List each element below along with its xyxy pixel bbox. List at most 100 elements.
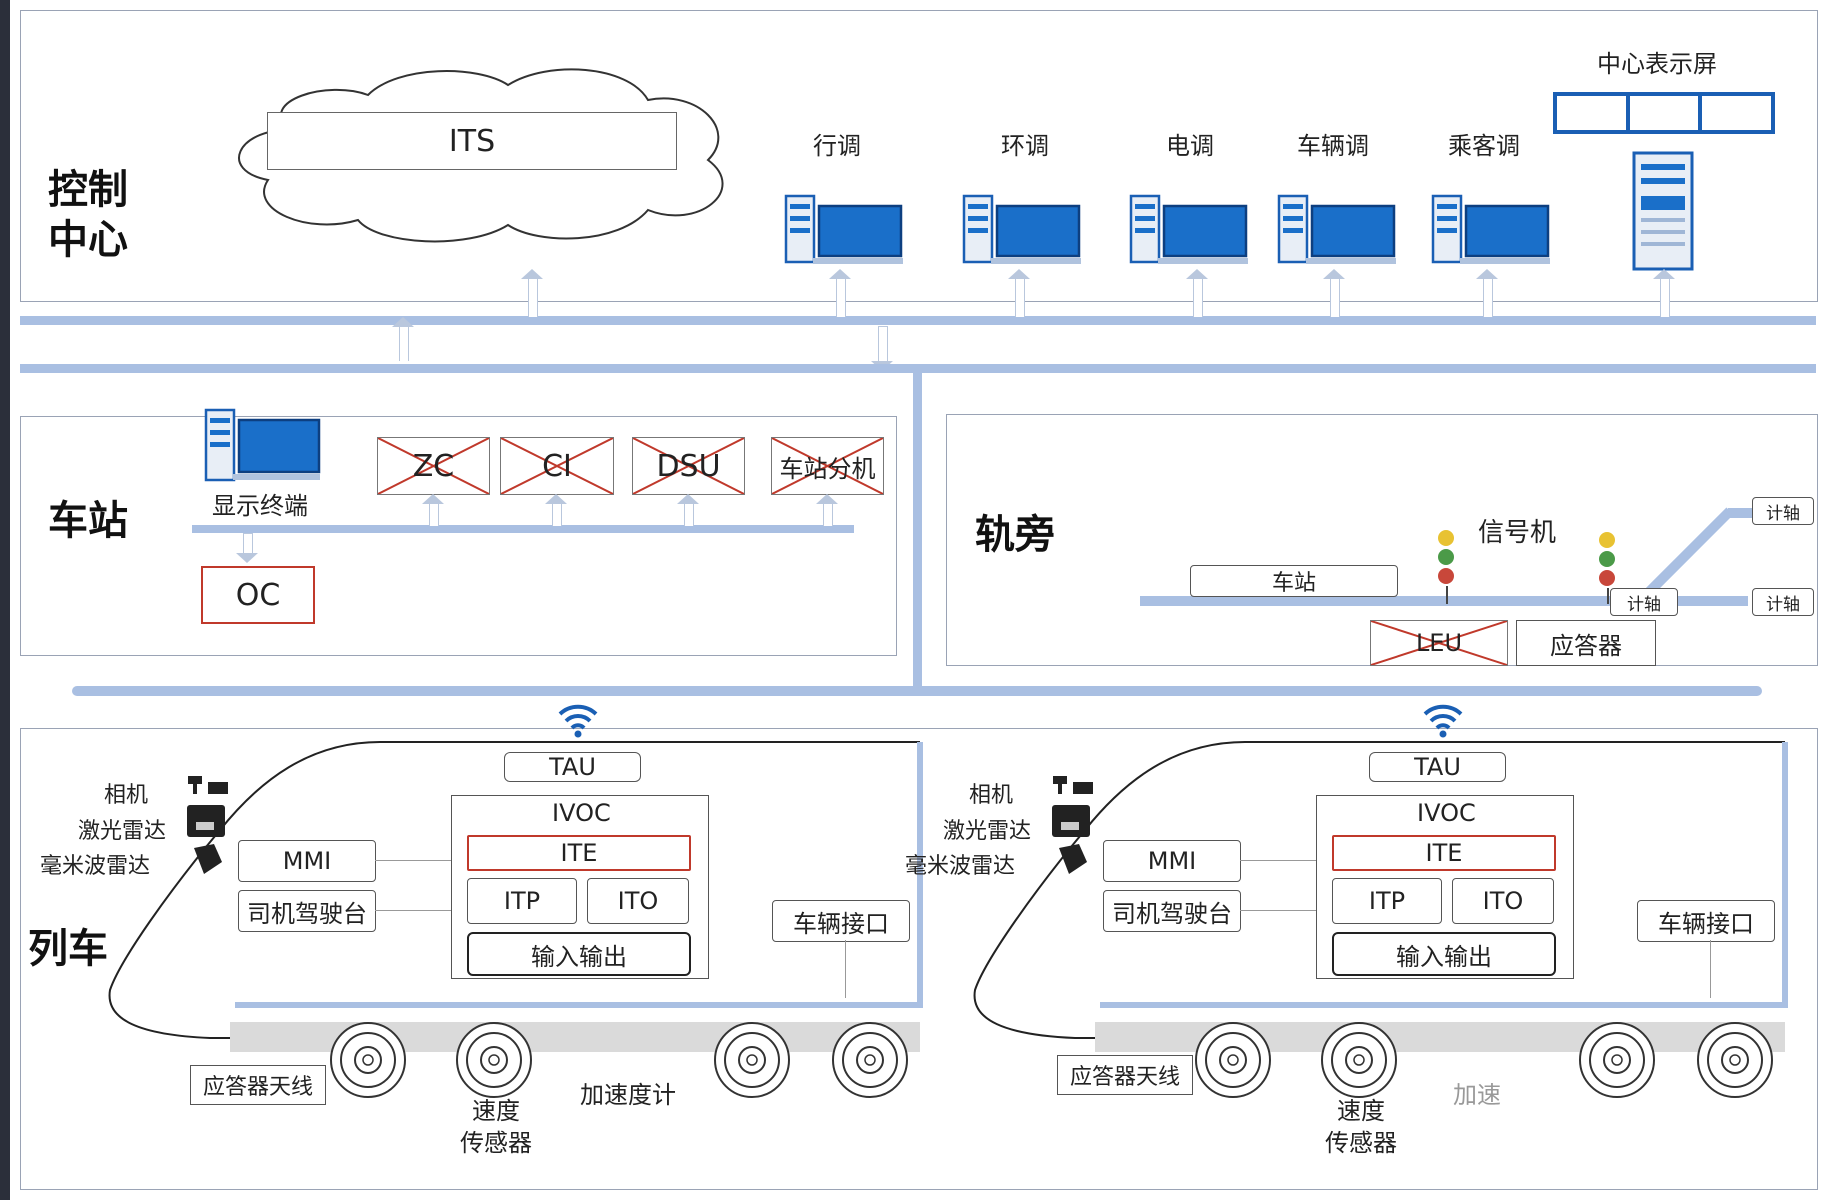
connector-line (1240, 910, 1316, 911)
connector-line (375, 910, 451, 911)
accelerometer-label: 加速度计 (580, 1081, 676, 1109)
wheel-icon (1697, 1022, 1773, 1098)
console-label: 乘客调 (1448, 132, 1520, 160)
ite-box: ITE (1332, 835, 1556, 871)
console-label: 环调 (1001, 132, 1049, 160)
terminal-computer-icon (204, 408, 321, 482)
display-server-icon (1632, 151, 1694, 271)
balise-box: 应答器 (1516, 620, 1656, 666)
speed-sensor-label: 速度 传感器 (460, 1097, 532, 1158)
console-uplink-arrow (1186, 269, 1208, 317)
device-uplink-arrow (545, 494, 567, 526)
station-device-box: DSU (632, 437, 745, 495)
itp-box: ITP (467, 878, 577, 924)
radar-icon (1059, 844, 1087, 874)
vehicle-interface-box: 车辆接口 (772, 900, 910, 942)
balise-antenna-box: 应答器天线 (190, 1065, 326, 1105)
sensor-label: 激光雷达 (78, 819, 167, 844)
control-center-label: 控制 中心 (48, 167, 128, 263)
console-label: 行调 (813, 132, 861, 160)
axle-counter-box: 计轴 (1752, 588, 1814, 616)
center-display-label: 中心表示屏 (1597, 50, 1717, 78)
ite-box: ITE (467, 835, 691, 871)
leu-box: LEU (1370, 620, 1508, 666)
workstation-computer-icon (1129, 194, 1248, 264)
camera-icon (188, 776, 228, 794)
signal-light-icon (1599, 532, 1617, 589)
oc-link-arrow (236, 533, 258, 563)
wheel-icon (1195, 1022, 1271, 1098)
track-rail (1140, 596, 1748, 606)
mmi-box: MMI (238, 840, 376, 882)
ito-box: ITO (1452, 878, 1554, 924)
terminal-label: 显示终端 (212, 492, 308, 520)
console-label: 电调 (1166, 132, 1214, 160)
console-uplink-arrow (1476, 269, 1498, 317)
mmi-box: MMI (1103, 840, 1241, 882)
console-label: 车辆调 (1297, 132, 1369, 160)
wireless-icon (558, 704, 598, 738)
axle-counter-box: 计轴 (1752, 497, 1814, 525)
center-display-screen (1553, 92, 1775, 134)
lidar-icon (187, 805, 225, 837)
accelerometer-label: 加速 (1453, 1081, 1501, 1109)
ivoc-label: IVOC (1417, 799, 1476, 827)
sensor-label: 毫米波雷达 (905, 854, 1016, 879)
backbone-link-arrow (871, 326, 893, 371)
connector-line (375, 860, 451, 861)
trackside-label: 轨旁 (975, 512, 1055, 558)
window-frame (0, 0, 10, 1200)
station-device-box: CI (500, 437, 614, 495)
console-uplink-arrow (829, 269, 851, 317)
wheel-icon (1321, 1022, 1397, 1098)
backbone-link-arrow (392, 317, 414, 361)
tau-box: TAU (504, 752, 641, 782)
its-uplink-arrow (521, 269, 543, 317)
console-uplink-arrow (1323, 269, 1345, 317)
its-box: ITS (267, 112, 677, 170)
signal-pole (1446, 586, 1448, 604)
wireless-icon (1423, 704, 1463, 738)
wheel-icon (832, 1022, 908, 1098)
station-bus (192, 525, 854, 533)
ito-box: ITO (587, 878, 689, 924)
device-uplink-arrow (421, 494, 444, 526)
ivoc-label: IVOC (552, 799, 611, 827)
station-device-box: 车站分机 (771, 437, 884, 495)
vehicle-interface-box: 车辆接口 (1637, 900, 1775, 942)
station-device-label: CI (542, 448, 572, 484)
connector-line (845, 940, 846, 998)
axle-counter-box: 计轴 (1610, 588, 1678, 616)
speed-sensor-label: 速度 传感器 (1325, 1097, 1397, 1158)
tau-box: TAU (1369, 752, 1506, 782)
station-label: 车站 (48, 498, 128, 544)
signal-label: 信号机 (1478, 518, 1557, 548)
console-uplink-arrow (1008, 269, 1030, 317)
signal-pole (1607, 588, 1609, 604)
wheel-icon (1579, 1022, 1655, 1098)
io-box: 输入输出 (1332, 932, 1556, 976)
train-label: 列车 (28, 926, 108, 972)
sensor-label: 相机 (969, 783, 1014, 808)
track-branch (1641, 507, 1758, 600)
wheel-icon (714, 1022, 790, 1098)
sensor-label: 相机 (104, 783, 149, 808)
connector-line (1710, 940, 1711, 998)
ivoc-frame (451, 795, 709, 979)
lidar-icon (1052, 805, 1090, 837)
oc-box: OC (201, 566, 315, 624)
backbone-vertical-bus (913, 364, 922, 686)
driver-desk-box: 司机驾驶台 (1103, 890, 1241, 932)
workstation-computer-icon (1431, 194, 1550, 264)
station-device-box: ZC (377, 437, 490, 495)
driver-desk-box: 司机驾驶台 (238, 890, 376, 932)
device-uplink-arrow (676, 494, 699, 526)
ivoc-frame (1316, 795, 1574, 979)
signal-light-icon (1438, 530, 1456, 587)
camera-icon (1053, 776, 1093, 794)
station-device-label: DSU (656, 448, 721, 484)
workstation-computer-icon (962, 194, 1081, 264)
control-center-bus (20, 316, 1816, 325)
display-uplink-arrow (1653, 269, 1675, 317)
trackside-station-platform: 车站 (1190, 565, 1398, 597)
